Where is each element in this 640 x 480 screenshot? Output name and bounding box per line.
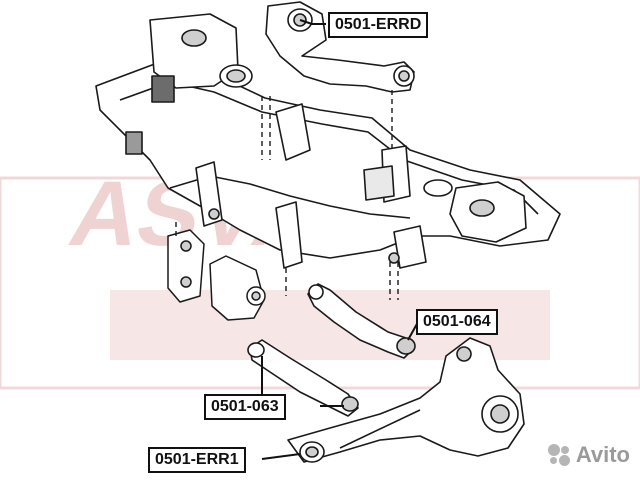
- rear-knuckle-and-arm: [287, 337, 525, 463]
- alignment-lines: [175, 90, 399, 300]
- avito-watermark: Avito: [546, 440, 630, 470]
- part-label-0501-err1: 0501-ERR1: [148, 447, 246, 473]
- bushing-brackets: [167, 229, 266, 321]
- part-label-0501-errd: 0501-ERRD: [328, 12, 429, 38]
- part-label-0501-064: 0501-064: [416, 309, 498, 335]
- rear-subframe: [95, 13, 561, 269]
- upper-control-arm: [265, 1, 415, 93]
- lower-control-arm: [307, 283, 416, 359]
- trailing-link: [247, 339, 359, 417]
- part-label-0501-063: 0501-063: [204, 394, 286, 420]
- avito-logo-icon: [546, 442, 572, 468]
- avito-watermark-text: Avito: [575, 442, 630, 467]
